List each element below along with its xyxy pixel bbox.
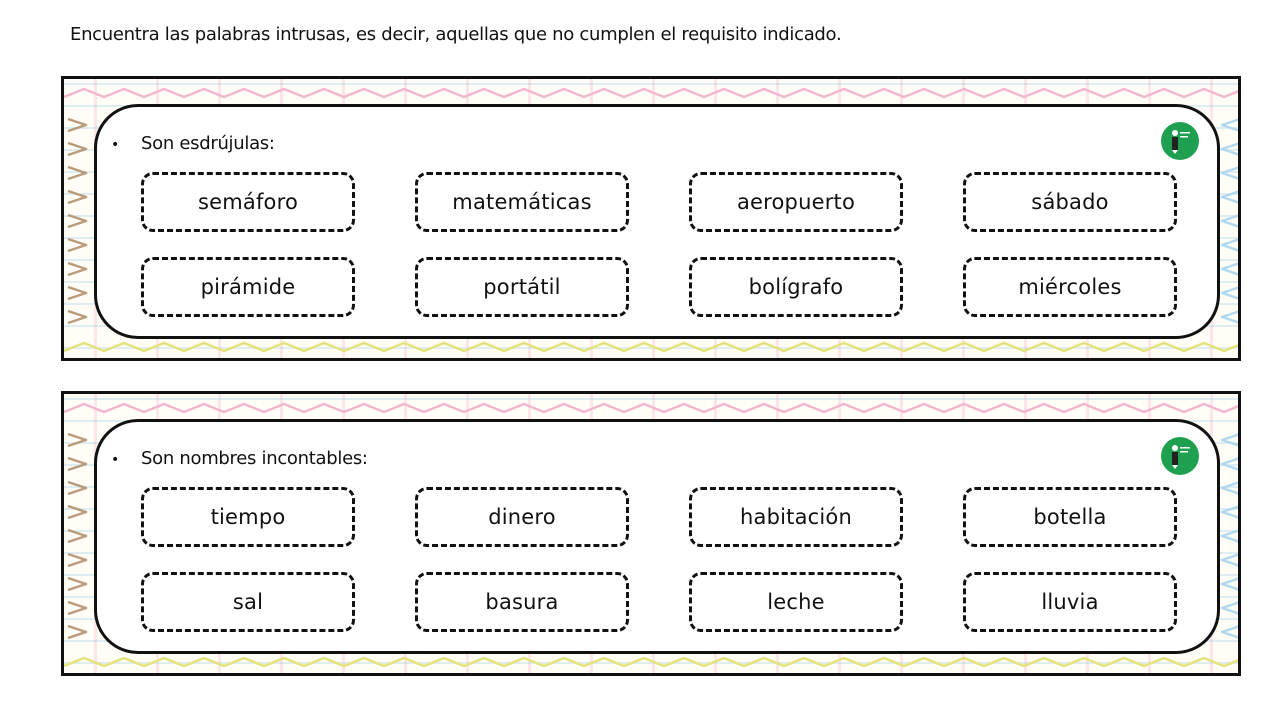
word-box[interactable]: semáforo: [141, 172, 355, 232]
word-box[interactable]: portátil: [415, 257, 629, 317]
pencil-logo-icon: [1161, 437, 1199, 475]
word-box[interactable]: matemáticas: [415, 172, 629, 232]
exercise-panel-2: •Son nombres incontables: tiempo dinero …: [61, 391, 1241, 676]
exercise-heading-2: • Son nombres incontables:: [111, 448, 368, 469]
exercise-heading-text: Son esdrújulas:: [141, 133, 275, 154]
word-box[interactable]: basura: [415, 572, 629, 632]
exercise-card-1: • Son esdrújulas: semáforo matemáticas ae…: [94, 104, 1220, 339]
word-box[interactable]: bolígrafo: [689, 257, 903, 317]
exercise-card-2: •Son nombres incontables: tiempo dinero …: [94, 419, 1220, 654]
pencil-logo-icon: [1161, 122, 1199, 160]
instruction-text: Encuentra las palabras intrusas, es deci…: [70, 24, 842, 45]
exercise-heading-text: Son nombres incontables:: [141, 448, 368, 469]
word-box[interactable]: habitación: [689, 487, 903, 547]
decorative-border-pattern: [64, 402, 1238, 668]
bullet-icon: •: [111, 137, 119, 153]
exercise-heading-1: • Son esdrújulas:: [111, 133, 275, 154]
word-box[interactable]: sábado: [963, 172, 1177, 232]
word-box[interactable]: lluvia: [963, 572, 1177, 632]
word-box[interactable]: aeropuerto: [689, 172, 903, 232]
word-box[interactable]: pirámide: [141, 257, 355, 317]
decorative-border-pattern: [64, 87, 1238, 353]
word-box[interactable]: miércoles: [963, 257, 1177, 317]
exercise-panel-1: • Son esdrújulas: semáforo matemáticas ae…: [61, 76, 1241, 361]
word-box[interactable]: tiempo: [141, 487, 355, 547]
word-box[interactable]: dinero: [415, 487, 629, 547]
word-box[interactable]: leche: [689, 572, 903, 632]
word-box[interactable]: botella: [963, 487, 1177, 547]
word-box[interactable]: sal: [141, 572, 355, 632]
bullet-icon: •: [111, 452, 119, 468]
